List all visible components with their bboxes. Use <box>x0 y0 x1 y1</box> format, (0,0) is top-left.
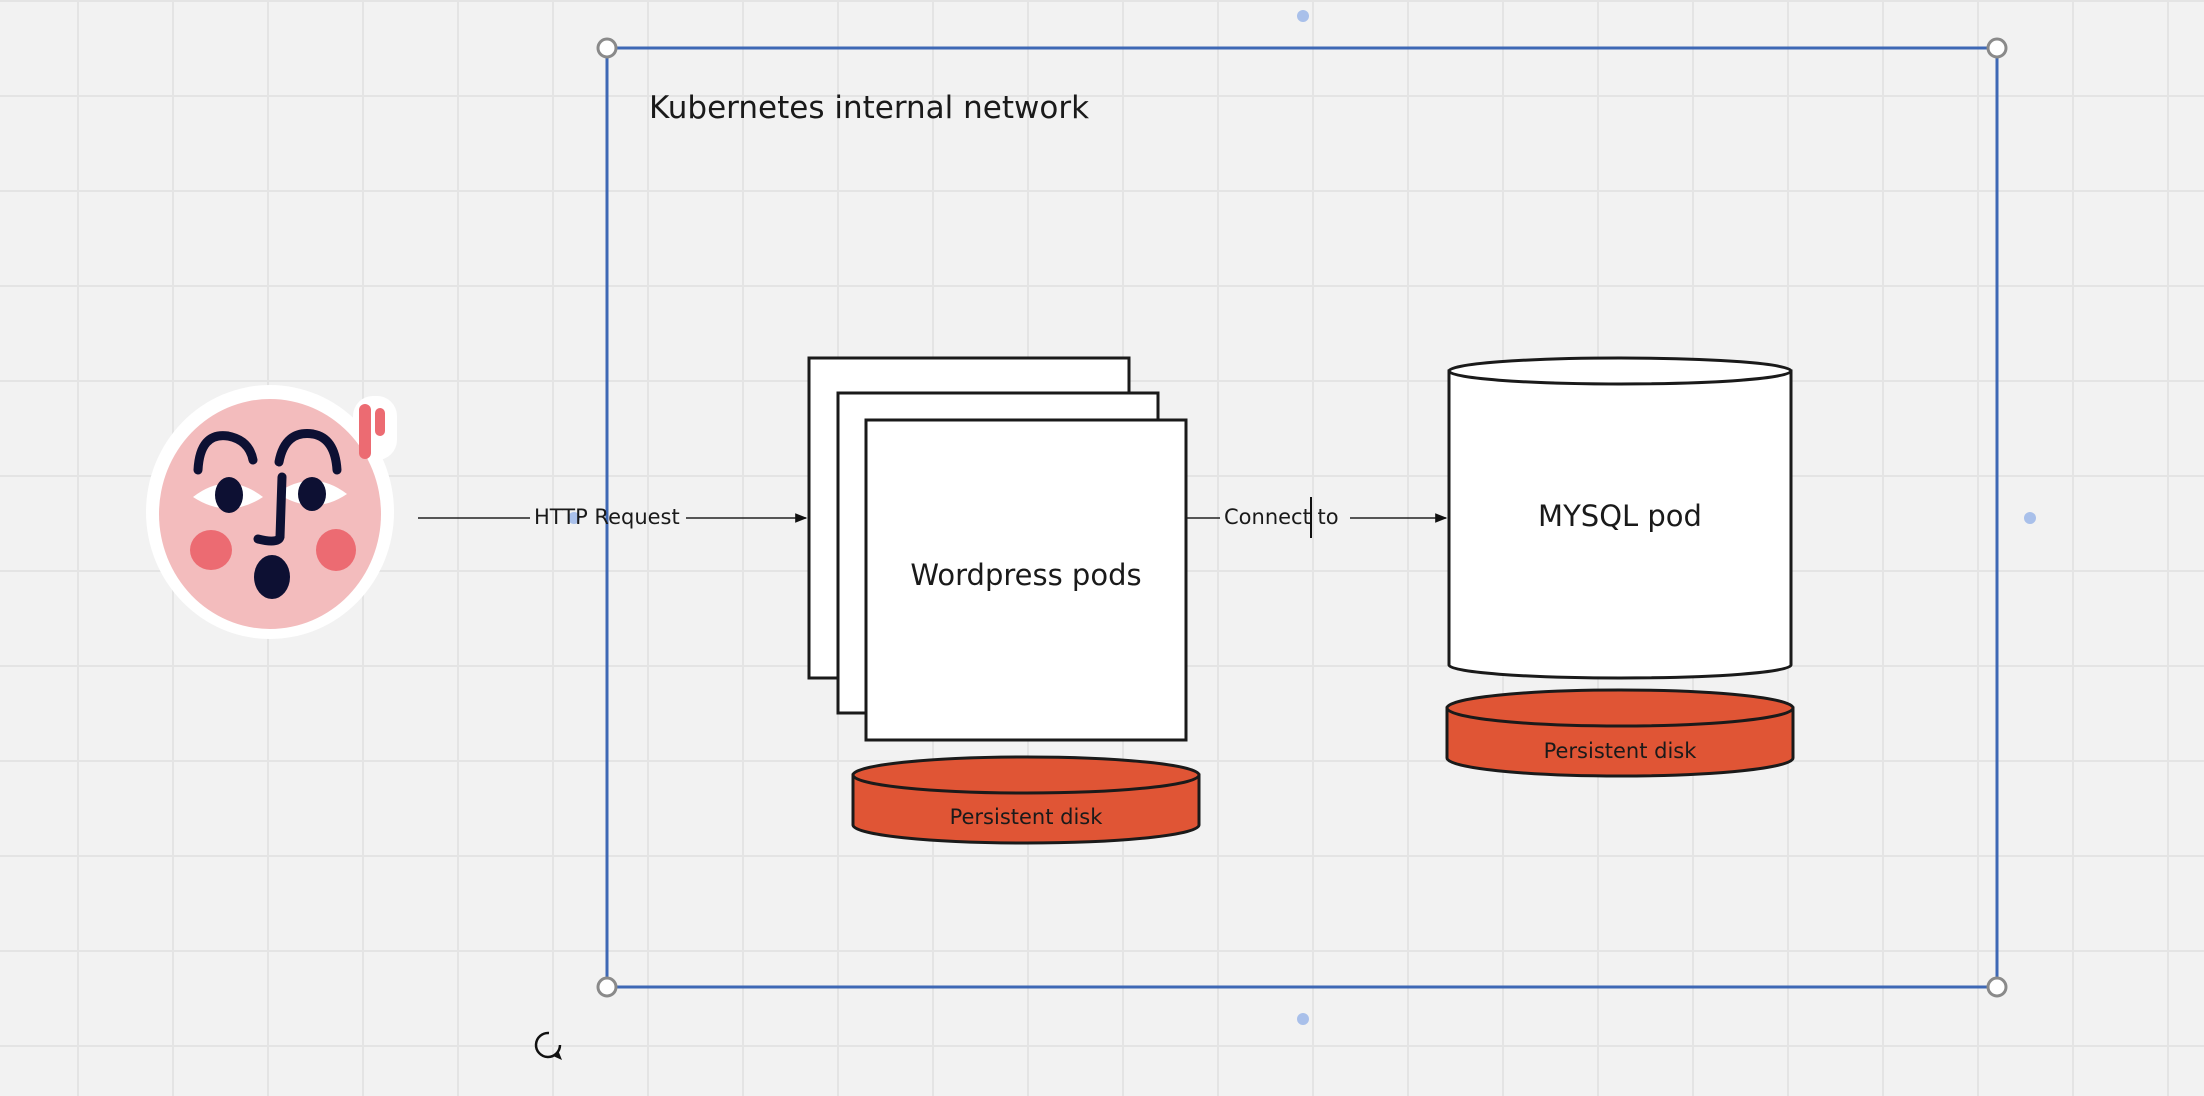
connect-to-connector[interactable]: Connect to <box>1187 497 1448 538</box>
connection-point-bottom[interactable] <box>1297 1013 1309 1025</box>
wordpress-disk-label: Persistent disk <box>950 805 1104 829</box>
rotate-icon[interactable] <box>534 1031 562 1060</box>
resize-handle-top-right[interactable] <box>1986 37 2008 59</box>
frame-resize-handles[interactable] <box>596 37 2008 998</box>
kubernetes-network-frame[interactable]: Kubernetes internal network <box>605 46 1999 989</box>
frame-title: Kubernetes internal network <box>649 90 1089 126</box>
resize-handle-bottom-right[interactable] <box>1986 976 2008 998</box>
http-request-connector[interactable]: HTTP Request <box>418 505 808 529</box>
wordpress-pods-shape[interactable]: Wordpress pods <box>807 356 1188 742</box>
resize-handle-bottom-left[interactable] <box>596 976 618 998</box>
mysql-disk-label: Persistent disk <box>1544 739 1698 763</box>
wordpress-pods-label: Wordpress pods <box>910 558 1141 592</box>
resize-handle-top-left[interactable] <box>596 37 618 59</box>
http-request-label[interactable]: HTTP Request <box>534 505 680 529</box>
mysql-pod-shape[interactable]: MYSQL pod <box>1447 356 1793 680</box>
connection-point-top[interactable] <box>1297 10 1309 22</box>
surprised-face-sticker-icon[interactable] <box>146 385 397 639</box>
mysql-pod-label: MYSQL pod <box>1538 499 1702 533</box>
connection-points[interactable] <box>568 10 2036 1025</box>
connect-to-label[interactable]: Connect to <box>1224 505 1339 529</box>
mysql-persistent-disk[interactable]: Persistent disk <box>1445 688 1795 778</box>
connection-point-left[interactable] <box>568 512 580 524</box>
wordpress-persistent-disk[interactable]: Persistent disk <box>851 755 1201 845</box>
connection-point-right[interactable] <box>2024 512 2036 524</box>
